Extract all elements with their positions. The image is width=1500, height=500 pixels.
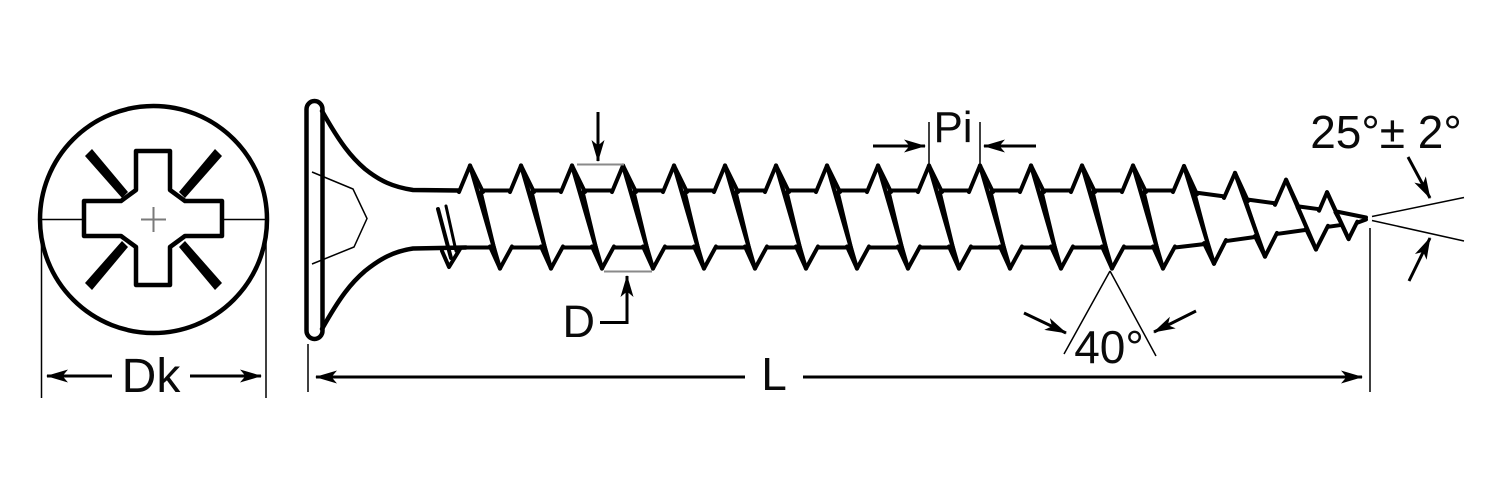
thread-flight-line <box>436 207 453 260</box>
dimension-head-diameter: Dk <box>40 232 267 403</box>
shank-segment <box>1224 235 1257 244</box>
thread-flight-line <box>938 190 959 264</box>
flank-angle-lines <box>1063 270 1157 357</box>
flank-angle-arrow-right <box>1153 309 1197 334</box>
thread-flight-line <box>947 244 973 271</box>
shank-segment <box>1195 190 1226 199</box>
thread-flight-line <box>734 190 755 264</box>
thread-flight-line <box>1193 192 1214 260</box>
shank-segment <box>1246 197 1277 206</box>
head-bottom-contour <box>319 245 469 332</box>
dimension-thread-diameter: D <box>563 112 652 347</box>
thread-flight-line <box>632 190 653 264</box>
thread-flight-line <box>785 190 806 264</box>
thread-diameter-label: D <box>563 296 596 347</box>
pozidriv-mark-bottom-left-icon <box>85 241 128 290</box>
thread-flight-line <box>989 190 1010 264</box>
d-leader-arrow-up <box>600 275 634 324</box>
thread-flight-line <box>1202 238 1228 266</box>
shank-segment <box>1297 204 1322 212</box>
length-label: L <box>761 348 787 400</box>
dimension-point-angle: 25°± 2° <box>1310 106 1465 282</box>
thread-flight-line <box>1049 244 1075 271</box>
point-angle-lines <box>1371 196 1465 242</box>
thread-flight-line <box>887 190 908 264</box>
recess-profile <box>311 171 368 265</box>
pozidriv-marks <box>85 149 222 290</box>
thread-flight-line <box>444 204 458 253</box>
dimension-pitch: Pi <box>873 103 1036 164</box>
pozidriv-mark-top-left-icon <box>85 149 128 198</box>
point-angle-label: 25°± 2° <box>1310 106 1462 158</box>
thread-flight-line <box>1304 223 1330 252</box>
pozidriv-mark-top-right-icon <box>179 149 222 198</box>
thread-flights <box>436 163 1360 271</box>
screw-side-view <box>304 98 1368 342</box>
shank-segment <box>1275 227 1308 236</box>
thread-flight-line <box>641 244 667 271</box>
dimension-length: L <box>307 228 1371 400</box>
pi-extension-lines <box>928 122 981 164</box>
thread-flight-line <box>743 244 769 271</box>
thread-flight-line <box>479 190 500 264</box>
thread-flight-line <box>692 244 718 271</box>
screw-head-front-view <box>37 103 270 336</box>
thread-flight-line <box>1151 244 1177 271</box>
dk-extension-lines <box>40 232 267 398</box>
thread-flight-line <box>1253 230 1279 259</box>
thread-flight-line <box>836 190 857 264</box>
dimension-flank-angle: 40° <box>1023 270 1197 373</box>
l-extension-lines <box>307 228 1371 392</box>
thread-flight-line <box>794 244 820 271</box>
shank-outline <box>464 188 1368 250</box>
thread-flight-line <box>845 244 871 271</box>
thread-flight-line <box>1100 244 1126 271</box>
head-face <box>304 98 325 342</box>
thread-flight-line <box>539 244 565 271</box>
thread-flight-line <box>1091 190 1112 264</box>
point-angle-arrow-lower <box>1407 237 1432 282</box>
thread-flight-line <box>1142 190 1163 264</box>
flank-angle-arrow-left <box>1023 311 1067 335</box>
thread-flight-line <box>683 190 704 264</box>
thread-flight-line <box>581 190 602 264</box>
head-top-contour <box>319 108 462 193</box>
thread-flight-line <box>1040 190 1061 264</box>
shank-segment <box>1326 222 1344 229</box>
thread-flight-line <box>1339 219 1360 242</box>
head-diameter-label: Dk <box>122 350 182 403</box>
thread-flight-line <box>590 244 616 271</box>
point-angle-arrow-upper <box>1406 156 1432 199</box>
shank-segment <box>1334 209 1368 220</box>
center-mark <box>141 207 166 232</box>
thread-flight-line <box>998 244 1024 271</box>
thread-flight-line <box>896 244 922 271</box>
thread-flight-line <box>530 190 551 264</box>
pitch-label: Pi <box>933 103 972 152</box>
shank-segment <box>1173 242 1206 250</box>
pozidriv-mark-bottom-right-icon <box>179 241 222 290</box>
thread-flight-line <box>440 247 462 269</box>
flank-angle-label: 40° <box>1074 321 1144 373</box>
thread-flight-line <box>488 244 514 271</box>
